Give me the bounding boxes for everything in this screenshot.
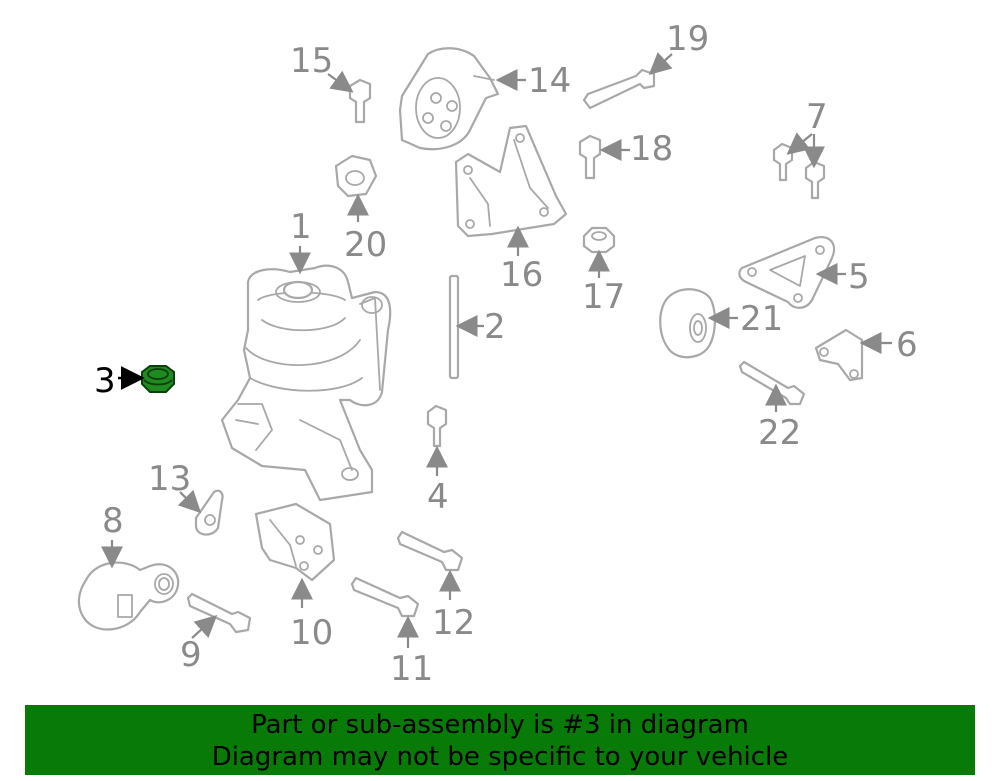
callout-20: 20: [344, 225, 387, 265]
part-13-small-bracket[interactable]: [194, 489, 224, 536]
part-15-bolt[interactable]: [348, 78, 372, 124]
callout-10: 10: [290, 613, 333, 653]
arrow-7a: [786, 132, 813, 155]
callout-16: 16: [500, 255, 543, 295]
part-11-bolt[interactable]: [350, 576, 420, 618]
callout-4: 4: [427, 477, 449, 517]
callout-arrows: [101, 52, 892, 648]
callout-9: 9: [180, 635, 202, 675]
arrow-15: [327, 70, 354, 93]
arrow-19: [648, 52, 673, 75]
callout-17: 17: [582, 277, 625, 317]
part-5-bracket-plate[interactable]: [738, 236, 836, 309]
callout-2: 2: [484, 307, 506, 347]
part-3-nut-highlighted[interactable]: [141, 365, 175, 393]
callout-labels: 1 2 3 4 5 6 7 8 9 10 11 12 13 14 15 16 1…: [94, 19, 918, 689]
callout-7: 7: [806, 97, 828, 137]
part-21-bushing[interactable]: [659, 288, 716, 359]
callout-22: 22: [758, 413, 801, 453]
part-22-long-bolt[interactable]: [738, 360, 806, 406]
callout-5: 5: [848, 257, 870, 297]
callout-19: 19: [666, 19, 709, 59]
part-6-small-bracket[interactable]: [814, 328, 864, 382]
callout-11: 11: [390, 649, 433, 689]
part-4-bolt[interactable]: [426, 404, 448, 448]
part-8-bushing-mount[interactable]: [77, 561, 180, 631]
callout-14: 14: [528, 61, 571, 101]
part-19-long-bolt[interactable]: [582, 68, 656, 110]
callout-3: 3: [94, 361, 116, 401]
arrow-13: [177, 489, 202, 514]
callout-6: 6: [896, 325, 918, 365]
part-7-bolts[interactable]: [772, 142, 826, 200]
banner-line-2: Diagram may not be specific to your vehi…: [211, 742, 789, 772]
part-18-bolt[interactable]: [578, 134, 602, 180]
parts-diagram: 1 2 3 4 5 6 7 8 9 10 11 12 13 14 15 16 1…: [77, 19, 918, 689]
part-9-bolt[interactable]: [186, 592, 252, 634]
callout-15: 15: [290, 41, 333, 81]
part-2-stud[interactable]: [448, 274, 460, 380]
part-16-bracket[interactable]: [454, 124, 568, 238]
arrow-9: [191, 615, 218, 639]
callout-12: 12: [432, 603, 475, 643]
part-10-bracket[interactable]: [254, 502, 336, 582]
callout-18: 18: [630, 129, 673, 169]
callout-13: 13: [148, 459, 191, 499]
part-14-transmission-mount[interactable]: [398, 47, 500, 151]
part-20-washer-nut[interactable]: [334, 154, 378, 198]
callout-21: 21: [740, 299, 783, 339]
part-1-engine-mount[interactable]: [220, 264, 392, 502]
banner-line-1: Part or sub-assembly is #3 in diagram: [251, 710, 749, 740]
notice-banner: Part or sub-assembly is #3 in diagram Di…: [25, 705, 975, 775]
part-17-nut[interactable]: [582, 226, 616, 254]
callout-1: 1: [290, 207, 312, 247]
part-12-bolt[interactable]: [396, 530, 464, 572]
callout-8: 8: [102, 501, 124, 541]
